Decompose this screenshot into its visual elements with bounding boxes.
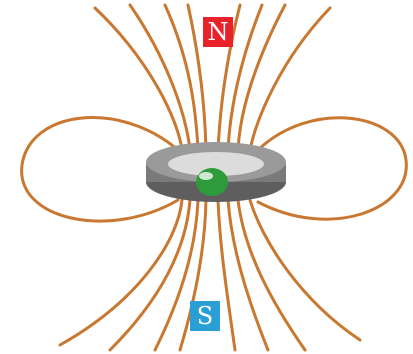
magnet-core-highlight xyxy=(199,172,213,180)
field-line-bottom-5 xyxy=(218,200,235,350)
magnet-core xyxy=(196,168,228,196)
field-line-bottom-7 xyxy=(238,200,305,350)
field-line-top-2 xyxy=(130,5,190,150)
field-line-bottom-1 xyxy=(60,200,182,345)
field-line-bottom-8 xyxy=(250,200,360,340)
south-pole-label: S xyxy=(190,301,220,331)
north-pole-label: N xyxy=(203,17,233,47)
